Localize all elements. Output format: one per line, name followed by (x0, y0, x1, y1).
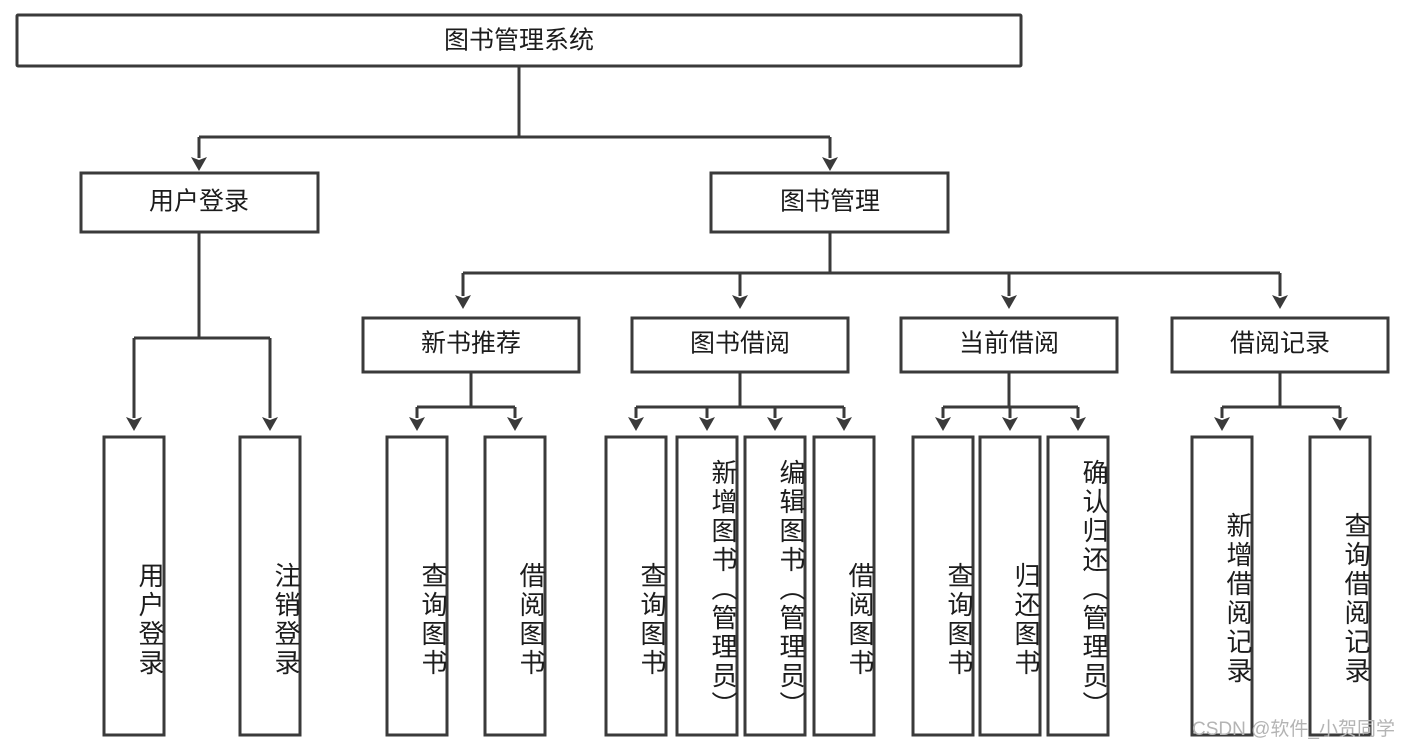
node-book-borrow-label: 图书借阅 (690, 330, 790, 358)
node-borrow-record-label: 借阅记录 (1230, 330, 1330, 358)
leaf-box-cb-2[interactable] (978, 435, 1042, 737)
node-user-login-label: 用户登录 (149, 188, 249, 216)
node-book-manage[interactable]: 图书管理 (709, 171, 950, 234)
node-new-book-recommend-label: 新书推荐 (421, 330, 521, 358)
leaf-box-br-2[interactable] (1308, 435, 1372, 737)
leaf-box-user-login-2[interactable] (238, 435, 302, 737)
node-current-borrow-label: 当前借阅 (959, 330, 1059, 358)
node-user-login[interactable]: 用户登录 (79, 171, 320, 234)
leaf-box-br-1[interactable] (1190, 435, 1254, 737)
leaf-box-bb-1[interactable] (604, 435, 668, 737)
node-new-book-recommend[interactable]: 新书推荐 (361, 316, 581, 374)
leaf-box-cb-3[interactable] (1046, 435, 1110, 737)
leaf-box-bb-3[interactable] (743, 435, 807, 737)
leaf-box-nbr-2[interactable] (483, 435, 547, 737)
leaf-box-bb-4[interactable] (812, 435, 876, 737)
watermark-text: CSDN @软件_小贺同学 (1192, 719, 1395, 740)
node-current-borrow[interactable]: 当前借阅 (899, 316, 1119, 374)
node-book-borrow[interactable]: 图书借阅 (630, 316, 850, 374)
node-root[interactable]: 图书管理系统 (15, 13, 1023, 68)
node-borrow-record[interactable]: 借阅记录 (1170, 316, 1390, 374)
leaf-box-bb-2[interactable] (675, 435, 739, 737)
node-root-label: 图书管理系统 (444, 27, 594, 55)
leaf-box-cb-1[interactable] (911, 435, 975, 737)
leaf-box-nbr-1[interactable] (385, 435, 449, 737)
node-book-manage-label: 图书管理 (780, 188, 880, 216)
leaf-box-user-login-1[interactable] (102, 435, 166, 737)
